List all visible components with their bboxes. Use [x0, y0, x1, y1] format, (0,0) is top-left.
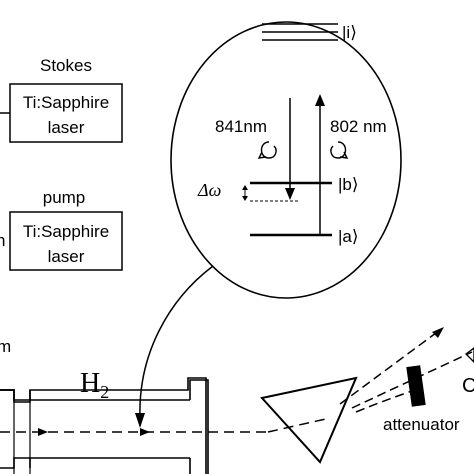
- left-edge-fragment: m: [0, 337, 11, 356]
- stokes-heading: Stokes: [40, 56, 92, 75]
- level-i-label: |i⟩: [342, 23, 357, 42]
- attenuator-block: [406, 365, 426, 407]
- down-wavelength-label: 841nm: [215, 117, 267, 136]
- left-polarization-icon: [257, 141, 277, 159]
- energy-level-inset: |i⟩ |b⟩ |a⟩ Δω 802 nm 841nm: [170, 21, 402, 299]
- stokes-laser-line2: laser: [48, 118, 85, 137]
- pump-laser-line1: Ti:Sapphire: [23, 222, 109, 241]
- detector-edge-icon: [464, 347, 474, 363]
- stokes-laser-line1: Ti:Sapphire: [23, 93, 109, 112]
- detuning-label: Δω: [197, 180, 221, 200]
- beam-to-prism: [267, 417, 331, 433]
- inset-connector-arrow: [139, 265, 214, 419]
- attenuator-label: attenuator: [383, 415, 460, 434]
- h2-cell: H2: [0, 368, 209, 474]
- pump-laser: pump Ti:Sapphire laser n: [0, 188, 123, 271]
- pump-edge-fragment: n: [0, 231, 5, 250]
- pump-heading: pump: [43, 188, 86, 207]
- level-b-label: |b⟩: [338, 175, 359, 194]
- dispersed-beam-upper: [339, 329, 441, 405]
- inset-circle: [170, 21, 402, 299]
- cell-label: H2: [80, 368, 109, 402]
- pump-laser-line2: laser: [48, 247, 85, 266]
- up-wavelength-label: 802 nm: [330, 117, 387, 136]
- right-edge-fragment: C: [462, 375, 474, 397]
- dispersing-prism: [260, 376, 358, 464]
- stokes-laser: Stokes Ti:Sapphire laser: [0, 56, 123, 143]
- pump-laser-box: [9, 211, 123, 271]
- right-polarization-icon: [330, 141, 349, 159]
- level-a-label: |a⟩: [338, 227, 359, 246]
- dispersed-beam-lower: [351, 351, 473, 409]
